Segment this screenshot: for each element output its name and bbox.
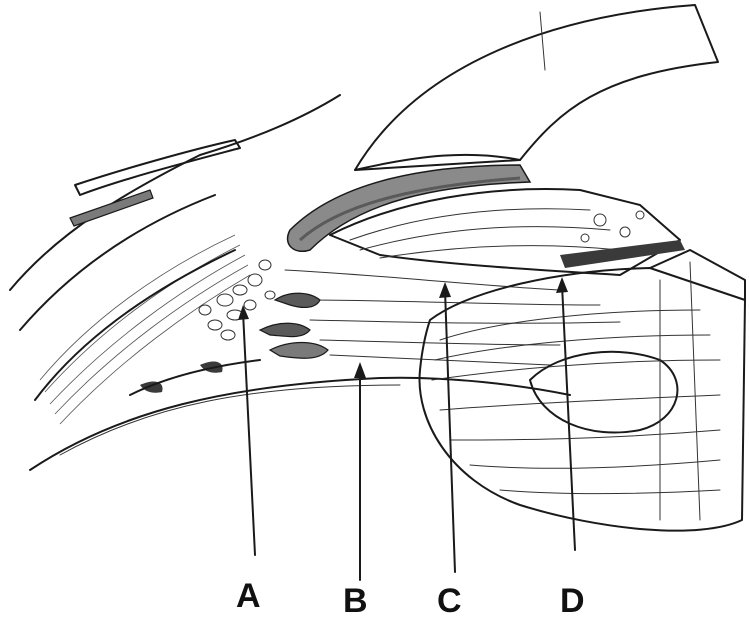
label-c: C <box>437 582 462 620</box>
label-b: B <box>343 582 368 620</box>
arrowhead-d <box>556 277 568 293</box>
leader-line-d <box>562 285 575 550</box>
labels: A B C D <box>236 577 585 620</box>
vitreous-fibers <box>30 270 620 470</box>
label-a: A <box>236 577 261 615</box>
arrowhead-c <box>439 282 451 298</box>
label-d: D <box>560 582 585 620</box>
arrowhead-b <box>354 362 366 378</box>
cornea <box>355 5 718 170</box>
leader-line-a <box>243 312 255 555</box>
leader-line-c <box>445 290 455 572</box>
lens <box>420 250 745 531</box>
arrowhead-a <box>238 305 249 320</box>
